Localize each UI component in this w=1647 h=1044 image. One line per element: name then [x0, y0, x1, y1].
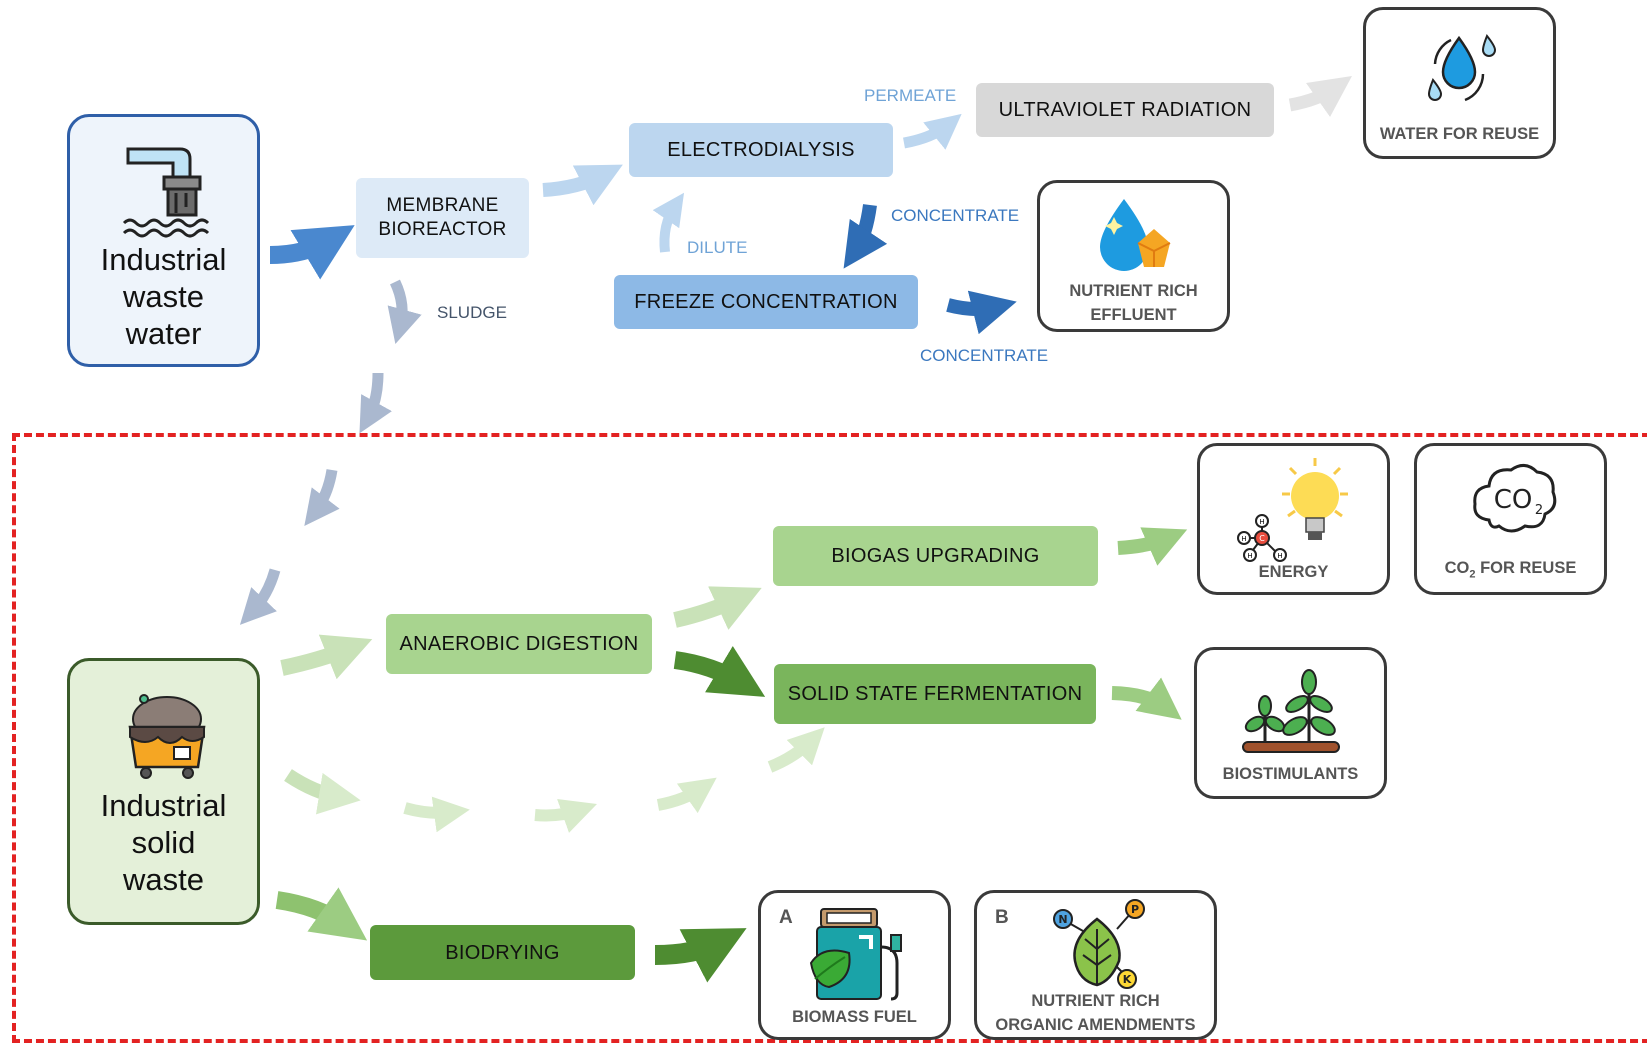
npk-leaf-icon: N P K [1053, 899, 1145, 989]
arrow-sw-dashed-2 [403, 796, 470, 833]
nutrient-rich-effluent-output: NUTRIENT RICH EFFLUENT [1037, 180, 1230, 332]
permeate-label: PERMEATE [864, 86, 957, 105]
arrow-ssf-to-biostimulants [1111, 677, 1182, 720]
biomass-fuel-output: A BIOMASS FUEL [758, 890, 951, 1040]
membrane-bioreactor-box: MEMBRANE BIOREACTOR [356, 178, 529, 258]
anaerobic-digestion-box: ANAEROBIC DIGESTION [386, 614, 652, 674]
co2-label-main: CO [1444, 559, 1470, 577]
lightbulb-methane-icon: H C H H H [1237, 458, 1348, 562]
waste-water-line-2: waste [123, 279, 204, 314]
atom-h-3: H [1247, 552, 1252, 560]
waste-water-line-1: Industrial [100, 242, 227, 277]
co2-label-tail: FOR REUSE [1475, 559, 1577, 577]
solid-waste-line-2: solid [131, 825, 196, 860]
organic-amendments-line-2: ORGANIC AMENDMENTS [995, 1016, 1196, 1034]
membrane-bioreactor-line-2: BIOREACTOR [378, 219, 507, 240]
biogas-upgrading-box: BIOGAS UPGRADING [773, 526, 1098, 586]
seedlings-icon [1242, 669, 1340, 753]
nutrient-rich-effluent-line-1: NUTRIENT RICH [1069, 282, 1198, 300]
arrow-mbr-to-ed [542, 164, 623, 206]
solid-waste-source: Industrial solid waste [67, 658, 260, 925]
pipe-outflow-icon [122, 147, 210, 238]
water-cycle-icon [1427, 34, 1497, 102]
arrow-sludge-4 [239, 568, 281, 625]
biomass-fuel-letter: A [779, 907, 793, 928]
waste-cart-icon [128, 694, 206, 779]
arrow-ww-to-mbr [269, 225, 355, 280]
electrodialysis-box: ELECTRODIALYSIS [629, 123, 893, 177]
freeze-concentration-box: FREEZE CONCENTRATION [614, 275, 918, 329]
arrow-sw-dashed-1 [284, 769, 361, 815]
concentrate-label-2: CONCENTRATE [920, 346, 1049, 365]
water-for-reuse-output: WATER FOR REUSE [1363, 7, 1556, 159]
energy-label: ENERGY [1258, 563, 1329, 581]
co2-label-sub: 2 [1469, 568, 1476, 581]
waste-water-line-3: water [125, 316, 202, 351]
atom-c: C [1259, 534, 1265, 543]
arrow-freeze-to-ed [652, 192, 685, 253]
nutrient-rich-effluent-line-2: EFFLUENT [1090, 306, 1177, 324]
arrow-biodrying-to-fuel [654, 928, 747, 983]
organic-amendments-letter: B [995, 907, 1009, 928]
arrow-sw-dashed-4 [656, 777, 717, 814]
co2-icon-subscript: 2 [1535, 503, 1543, 518]
arrow-ed-to-uv [902, 113, 962, 150]
membrane-bioreactor-line-1: MEMBRANE [386, 195, 499, 216]
concentrate-label-1: CONCENTRATE [891, 206, 1020, 225]
arrow-sludge-1 [387, 279, 422, 344]
arrow-sw-dashed-3 [534, 798, 597, 833]
arrow-uv-to-water-reuse [1288, 76, 1352, 117]
fuel-pump-leaf-icon [809, 908, 902, 1001]
waste-water-source: Industrial waste water [67, 114, 260, 367]
co2-for-reuse-label: CO2 FOR REUSE [1417, 556, 1604, 586]
solid-state-fermentation-box: SOLID STATE FERMENTATION [774, 664, 1096, 724]
sun-rays [1282, 458, 1348, 518]
nutrient-rich-effluent-label: NUTRIENT RICH EFFLUENT [1040, 279, 1227, 327]
organic-amendments-label: NUTRIENT RICH ORGANIC AMENDMENTS [977, 989, 1214, 1037]
arrow-sludge-3 [304, 469, 340, 526]
organic-amendments-output: B N P K NUTRIENT RICH ORGANIC AMENDMENTS [974, 890, 1217, 1040]
nutrient-p: P [1131, 903, 1139, 916]
co2-for-reuse-output: CO 2 CO2 FOR REUSE [1414, 443, 1607, 595]
co2-cloud-icon: CO 2 [1473, 464, 1557, 533]
biostimulants-label: BIOSTIMULANTS [1222, 765, 1359, 783]
organic-amendments-line-1: NUTRIENT RICH [1031, 992, 1160, 1010]
arrow-sw-to-ad [280, 634, 373, 680]
dilute-label: DILUTE [687, 238, 748, 257]
arrow-freeze-to-effluent [946, 290, 1017, 335]
solid-waste-boundary [12, 433, 1647, 1043]
arrow-ad-to-ssf [673, 645, 766, 697]
arrow-sw-to-biodrying [275, 887, 368, 941]
arrow-biogas-to-energy [1117, 527, 1188, 566]
biomass-fuel-label: BIOMASS FUEL [792, 1008, 917, 1026]
atom-h-2: H [1241, 535, 1246, 543]
energy-output: H C H H H ENERGY [1197, 443, 1390, 595]
biodrying-box: BIODRYING [370, 925, 635, 980]
nutrient-k: K [1123, 973, 1132, 986]
solid-waste-line-1: Industrial [100, 788, 227, 823]
arrow-ed-to-freeze [843, 204, 888, 269]
water-for-reuse-label: WATER FOR REUSE [1379, 125, 1540, 143]
sludge-label: SLUDGE [437, 303, 507, 322]
arrow-sw-dashed-5 [767, 727, 825, 773]
ultraviolet-radiation-box: ULTRAVIOLET RADIATION [976, 83, 1274, 137]
arrow-ad-to-biogas [673, 586, 762, 630]
nutrient-drop-icon [1100, 199, 1171, 271]
co2-icon-text: CO [1494, 485, 1533, 515]
atom-h-4: H [1277, 552, 1282, 560]
biostimulants-output: BIOSTIMULANTS [1194, 647, 1387, 799]
arrow-sludge-2 [359, 372, 392, 434]
atom-h-1: H [1259, 518, 1264, 526]
nutrient-n: N [1058, 913, 1067, 926]
solid-waste-line-3: waste [123, 862, 204, 897]
